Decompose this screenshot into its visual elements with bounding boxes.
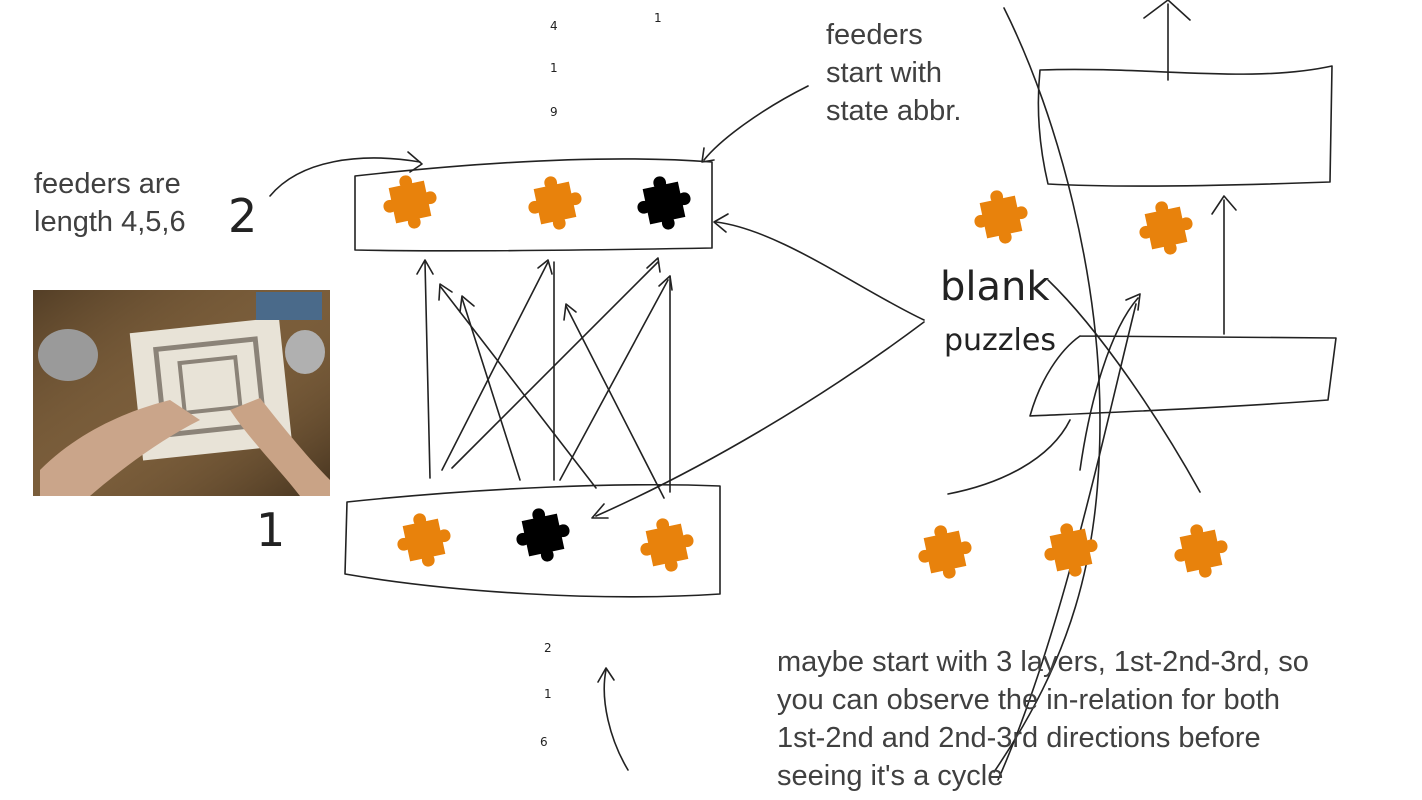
puzzle-piece-icon-orange-l1-1 [391,507,457,573]
puzzle-piece-icon-orange-l2-2 [522,170,588,236]
handwritten-layer-1: 1 [256,503,285,557]
note-feeders-start: feeders start with state abbr. [826,19,962,127]
ellipsis-marks: 4 1 9 1 2 1 6 [540,11,662,749]
svg-text:1: 1 [544,687,552,701]
svg-text:6: 6 [540,735,548,749]
layer-connection-arrows [416,257,673,499]
layer-1-box [344,483,721,598]
puzzle-piece-icon-orange-r-bot-3 [1168,518,1234,584]
puzzle-piece-icon-orange-r-bot-1 [912,519,978,585]
pointer-arrows [269,85,925,771]
svg-text:9: 9 [550,105,558,119]
puzzle-piece-icon-black-l1 [510,502,576,568]
note-layers: maybe start with 3 layers, 1st-2nd-3rd, … [777,646,1309,792]
blank-puzzles-label-line-1: blank [940,264,1050,310]
puzzle-piece-icon-orange-l1-2 [634,512,700,578]
puzzle-piece-icon-black-l2 [631,170,697,236]
artist-hands-drawing-photo [33,290,330,496]
svg-text:4: 4 [550,19,558,33]
svg-text:1: 1 [550,61,558,75]
puzzle-piece-icon-orange-l2-1 [377,169,443,235]
note-feeders-length: feeders are length 4,5,6 [34,168,186,238]
svg-text:2: 2 [544,641,552,655]
puzzle-piece-icon-orange-r-top-1 [968,184,1034,250]
handwritten-layer-2: 2 [228,189,257,243]
blank-puzzles-label-line-2: puzzles [944,323,1056,358]
svg-text:1: 1 [654,11,662,25]
layer-2-box [354,158,713,252]
puzzle-piece-icon-orange-r-top-2 [1133,195,1199,261]
